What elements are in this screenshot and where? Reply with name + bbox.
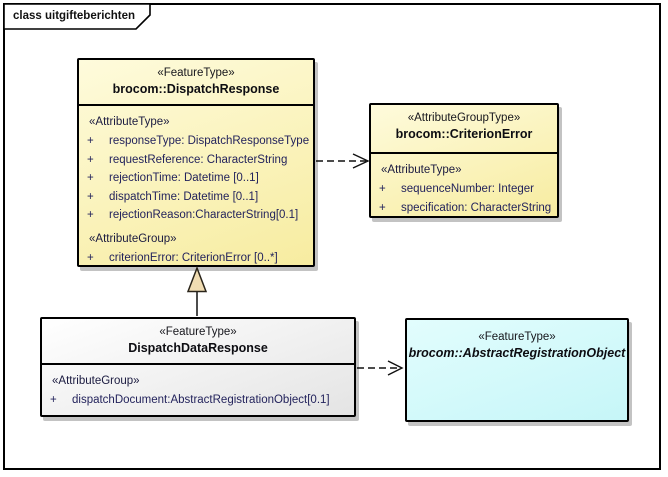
attribute-type-header: «AttributeType» xyxy=(381,164,462,176)
visibility-plus: + xyxy=(87,209,94,221)
class-box-abstract-registration-object: «FeatureType» brocom::AbstractRegistrati… xyxy=(405,318,629,422)
class-header: «FeatureType» brocom::AbstractRegistrati… xyxy=(407,320,627,360)
attribute-text: requestReference: CharacterString xyxy=(109,153,288,166)
stereotype-label: «FeatureType» xyxy=(159,326,237,338)
class-name-label: brocom::CriterionError xyxy=(395,127,533,141)
diagram-title: class uitgifteberichten xyxy=(13,10,136,22)
stereotype-label: «AttributeGroupType» xyxy=(407,112,521,124)
attributes-compartment: «AttributeType» + sequenceNumber: Intege… xyxy=(371,154,557,217)
attribute-text: criterionError: CriterionError [0..*] xyxy=(109,251,278,264)
attribute-row: + rejectionReason:CharacterString[0.1] xyxy=(79,206,313,225)
class-box-dispatch-data-response: «FeatureType» DispatchDataResponse «Attr… xyxy=(40,317,356,417)
attributes-compartment: «AttributeType» + responseType: Dispatch… xyxy=(79,106,313,267)
attribute-text: sequenceNumber: Integer xyxy=(401,183,534,195)
class-name-label: DispatchDataResponse xyxy=(128,341,268,355)
visibility-plus: + xyxy=(50,394,57,406)
attributes-compartment: «AttributeGroup» + dispatchDocument:Abst… xyxy=(42,365,354,410)
class-header: «FeatureType» DispatchDataResponse xyxy=(42,319,354,365)
class-box-dispatch-response: «FeatureType» brocom::DispatchResponse «… xyxy=(77,58,315,267)
class-box-criterion-error: «AttributeGroupType» brocom::CriterionEr… xyxy=(369,103,559,218)
class-name-label: brocom::AbstractRegistrationObject xyxy=(408,346,626,360)
attribute-row: + sequenceNumber: Integer xyxy=(371,180,557,199)
attribute-row: + responseType: DispatchResponseType xyxy=(79,132,313,151)
visibility-plus: + xyxy=(87,190,94,203)
attribute-text: dispatchDocument:AbstractRegistrationObj… xyxy=(72,394,330,406)
attribute-text: dispatchTime: Datetime [0..1] xyxy=(109,190,259,203)
class-header: «FeatureType» brocom::DispatchResponse xyxy=(79,60,313,106)
attribute-row: + specification: CharacterString xyxy=(371,199,557,218)
attribute-row: + criterionError: CriterionError [0..*] xyxy=(79,249,313,268)
attribute-row: + requestReference: CharacterString xyxy=(79,151,313,170)
attribute-text: rejectionTime: Datetime [0..1] xyxy=(109,172,259,184)
attribute-row: + dispatchDocument:AbstractRegistrationO… xyxy=(42,391,354,410)
attribute-text: rejectionReason:CharacterString[0.1] xyxy=(109,209,299,221)
attribute-row: + dispatchTime: Datetime [0..1] xyxy=(79,188,313,207)
class-name-label: brocom::DispatchResponse xyxy=(112,82,280,96)
class-header: «AttributeGroupType» brocom::CriterionEr… xyxy=(371,105,557,154)
visibility-plus: + xyxy=(379,201,386,214)
visibility-plus: + xyxy=(87,251,94,264)
attribute-text: specification: CharacterString xyxy=(401,201,552,214)
attribute-group-header: «AttributeGroup» xyxy=(89,232,177,245)
stereotype-label: «FeatureType» xyxy=(157,67,235,79)
stereotype-label: «FeatureType» xyxy=(478,331,556,343)
attribute-text: responseType: DispatchResponseType xyxy=(109,135,310,147)
visibility-plus: + xyxy=(87,153,94,166)
visibility-plus: + xyxy=(87,172,94,184)
attribute-row: + rejectionTime: Datetime [0..1] xyxy=(79,169,313,188)
attribute-type-header: «AttributeType» xyxy=(89,116,170,128)
visibility-plus: + xyxy=(87,135,94,147)
visibility-plus: + xyxy=(379,183,386,195)
attribute-group-header: «AttributeGroup» xyxy=(52,375,140,387)
